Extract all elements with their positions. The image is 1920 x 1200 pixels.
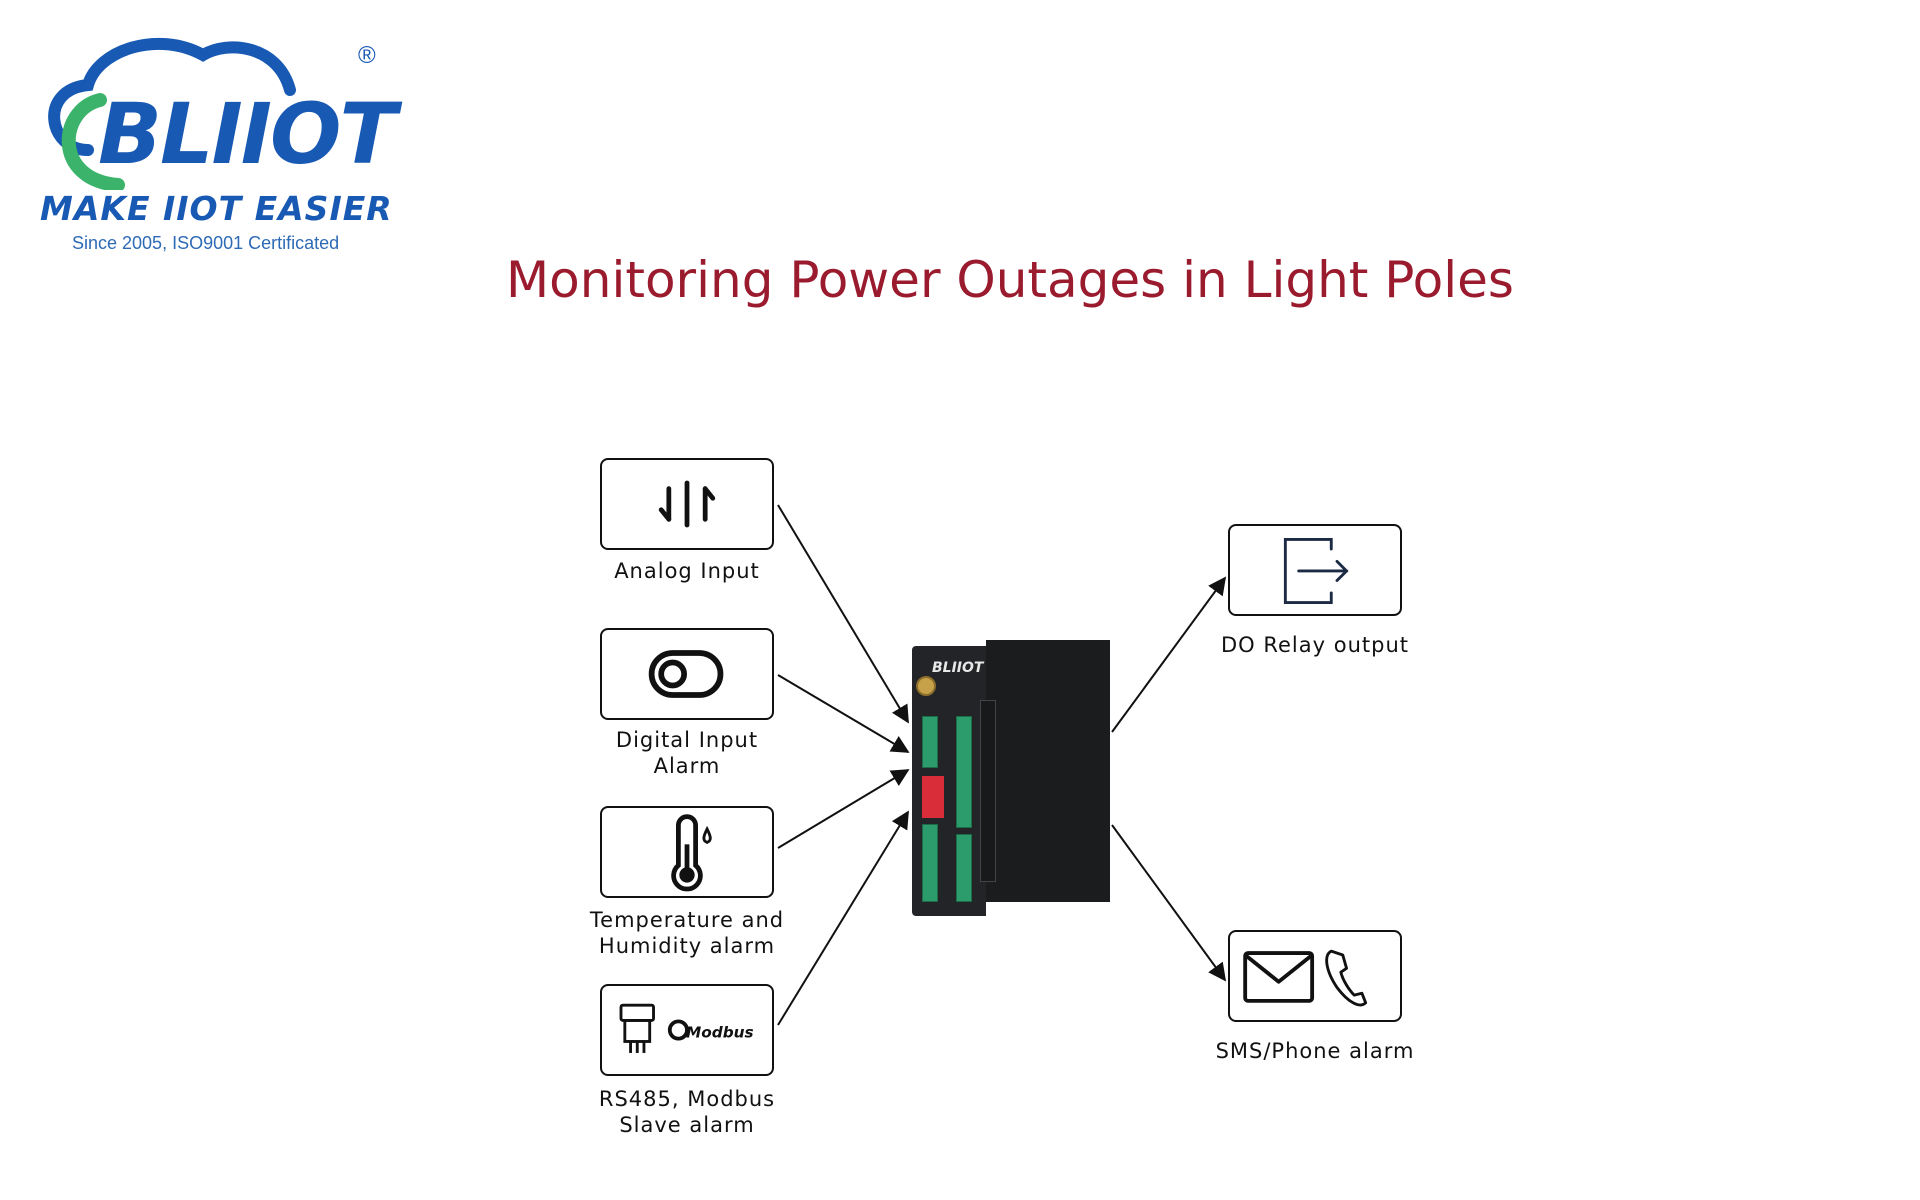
do-relay-card: [1228, 524, 1402, 616]
device-side-panel: [986, 640, 1110, 902]
cloud-logo-icon: [48, 37, 296, 190]
do-relay-label: DO Relay output: [1195, 632, 1435, 658]
arrow-modbus-to-device: [777, 810, 909, 1026]
antenna-connector-icon: [916, 676, 936, 696]
sms-phone-label: SMS/Phone alarm: [1195, 1038, 1435, 1064]
device-brand-text: BLIIOT: [932, 660, 984, 676]
digital-input-label: Digital Input Alarm: [567, 727, 807, 779]
terminal-block: [922, 824, 938, 902]
digital-input-label-line-1: Digital Input: [615, 728, 759, 752]
rs485-label-line-2: Slave alarm: [619, 1113, 755, 1137]
terminal-block: [956, 834, 972, 902]
thermometer-icon: [671, 814, 712, 892]
envelope-phone-icon: [1243, 949, 1368, 1007]
modbus-gear-icon: [667, 1019, 689, 1041]
rs485-connector-icon: Modbus: [619, 1003, 754, 1053]
modbus-icon-text: Modbus: [686, 1024, 754, 1042]
phone-icon: [1325, 949, 1368, 1007]
arrow-device-to-sms: [1111, 824, 1227, 982]
digital-input-label-line-2: Alarm: [653, 754, 721, 778]
temperature-humidity-label: Temperature and Humidity alarm: [567, 907, 807, 959]
temperature-label-line-1: Temperature and: [589, 908, 785, 932]
analog-input-icon: [658, 480, 716, 528]
toggle-switch-icon: [648, 650, 724, 698]
exit-arrow-icon: [1283, 537, 1349, 604]
device-rail-slot: [980, 700, 996, 882]
rs485-label-line-1: RS485, Modbus: [598, 1087, 776, 1111]
sms-phone-card: [1228, 930, 1402, 1022]
arrow-digital-to-device: [777, 674, 910, 753]
arrow-temp-to-device: [777, 769, 910, 849]
logo-tagline: MAKE IIOT EASIER: [40, 189, 393, 228]
rtu-device-image: BLIIOT: [912, 640, 1110, 920]
rs485-modbus-card: Modbus: [600, 984, 774, 1076]
sms-phone-label-line: SMS/Phone alarm: [1215, 1039, 1415, 1063]
page-title: Monitoring Power Outages in Light Poles: [506, 251, 1514, 309]
arrow-device-to-relay: [1111, 576, 1227, 733]
bliiot-logo: BLIIOT ® MAKE IIOT EASIER Since 2005, IS…: [28, 30, 398, 260]
analog-input-label: Analog Input: [567, 558, 807, 584]
device-front-panel: BLIIOT: [912, 646, 986, 916]
temperature-humidity-card: [600, 806, 774, 898]
dip-switch: [922, 776, 944, 818]
terminal-block: [956, 716, 972, 828]
analog-input-label-line: Analog Input: [614, 559, 760, 583]
logo-since-text: Since 2005, ISO9001 Certificated: [72, 233, 340, 253]
logo-brand-text: BLIIOT: [98, 85, 397, 183]
temperature-label-line-2: Humidity alarm: [598, 934, 776, 958]
registered-mark: ®: [358, 42, 376, 69]
arrow-analog-to-device: [777, 504, 909, 724]
do-relay-label-line: DO Relay output: [1220, 633, 1409, 657]
digital-input-card: [600, 628, 774, 720]
analog-input-card: [600, 458, 774, 550]
rs485-modbus-label: RS485, Modbus Slave alarm: [567, 1086, 807, 1138]
envelope-icon: [1243, 951, 1315, 1003]
terminal-block: [922, 716, 938, 768]
